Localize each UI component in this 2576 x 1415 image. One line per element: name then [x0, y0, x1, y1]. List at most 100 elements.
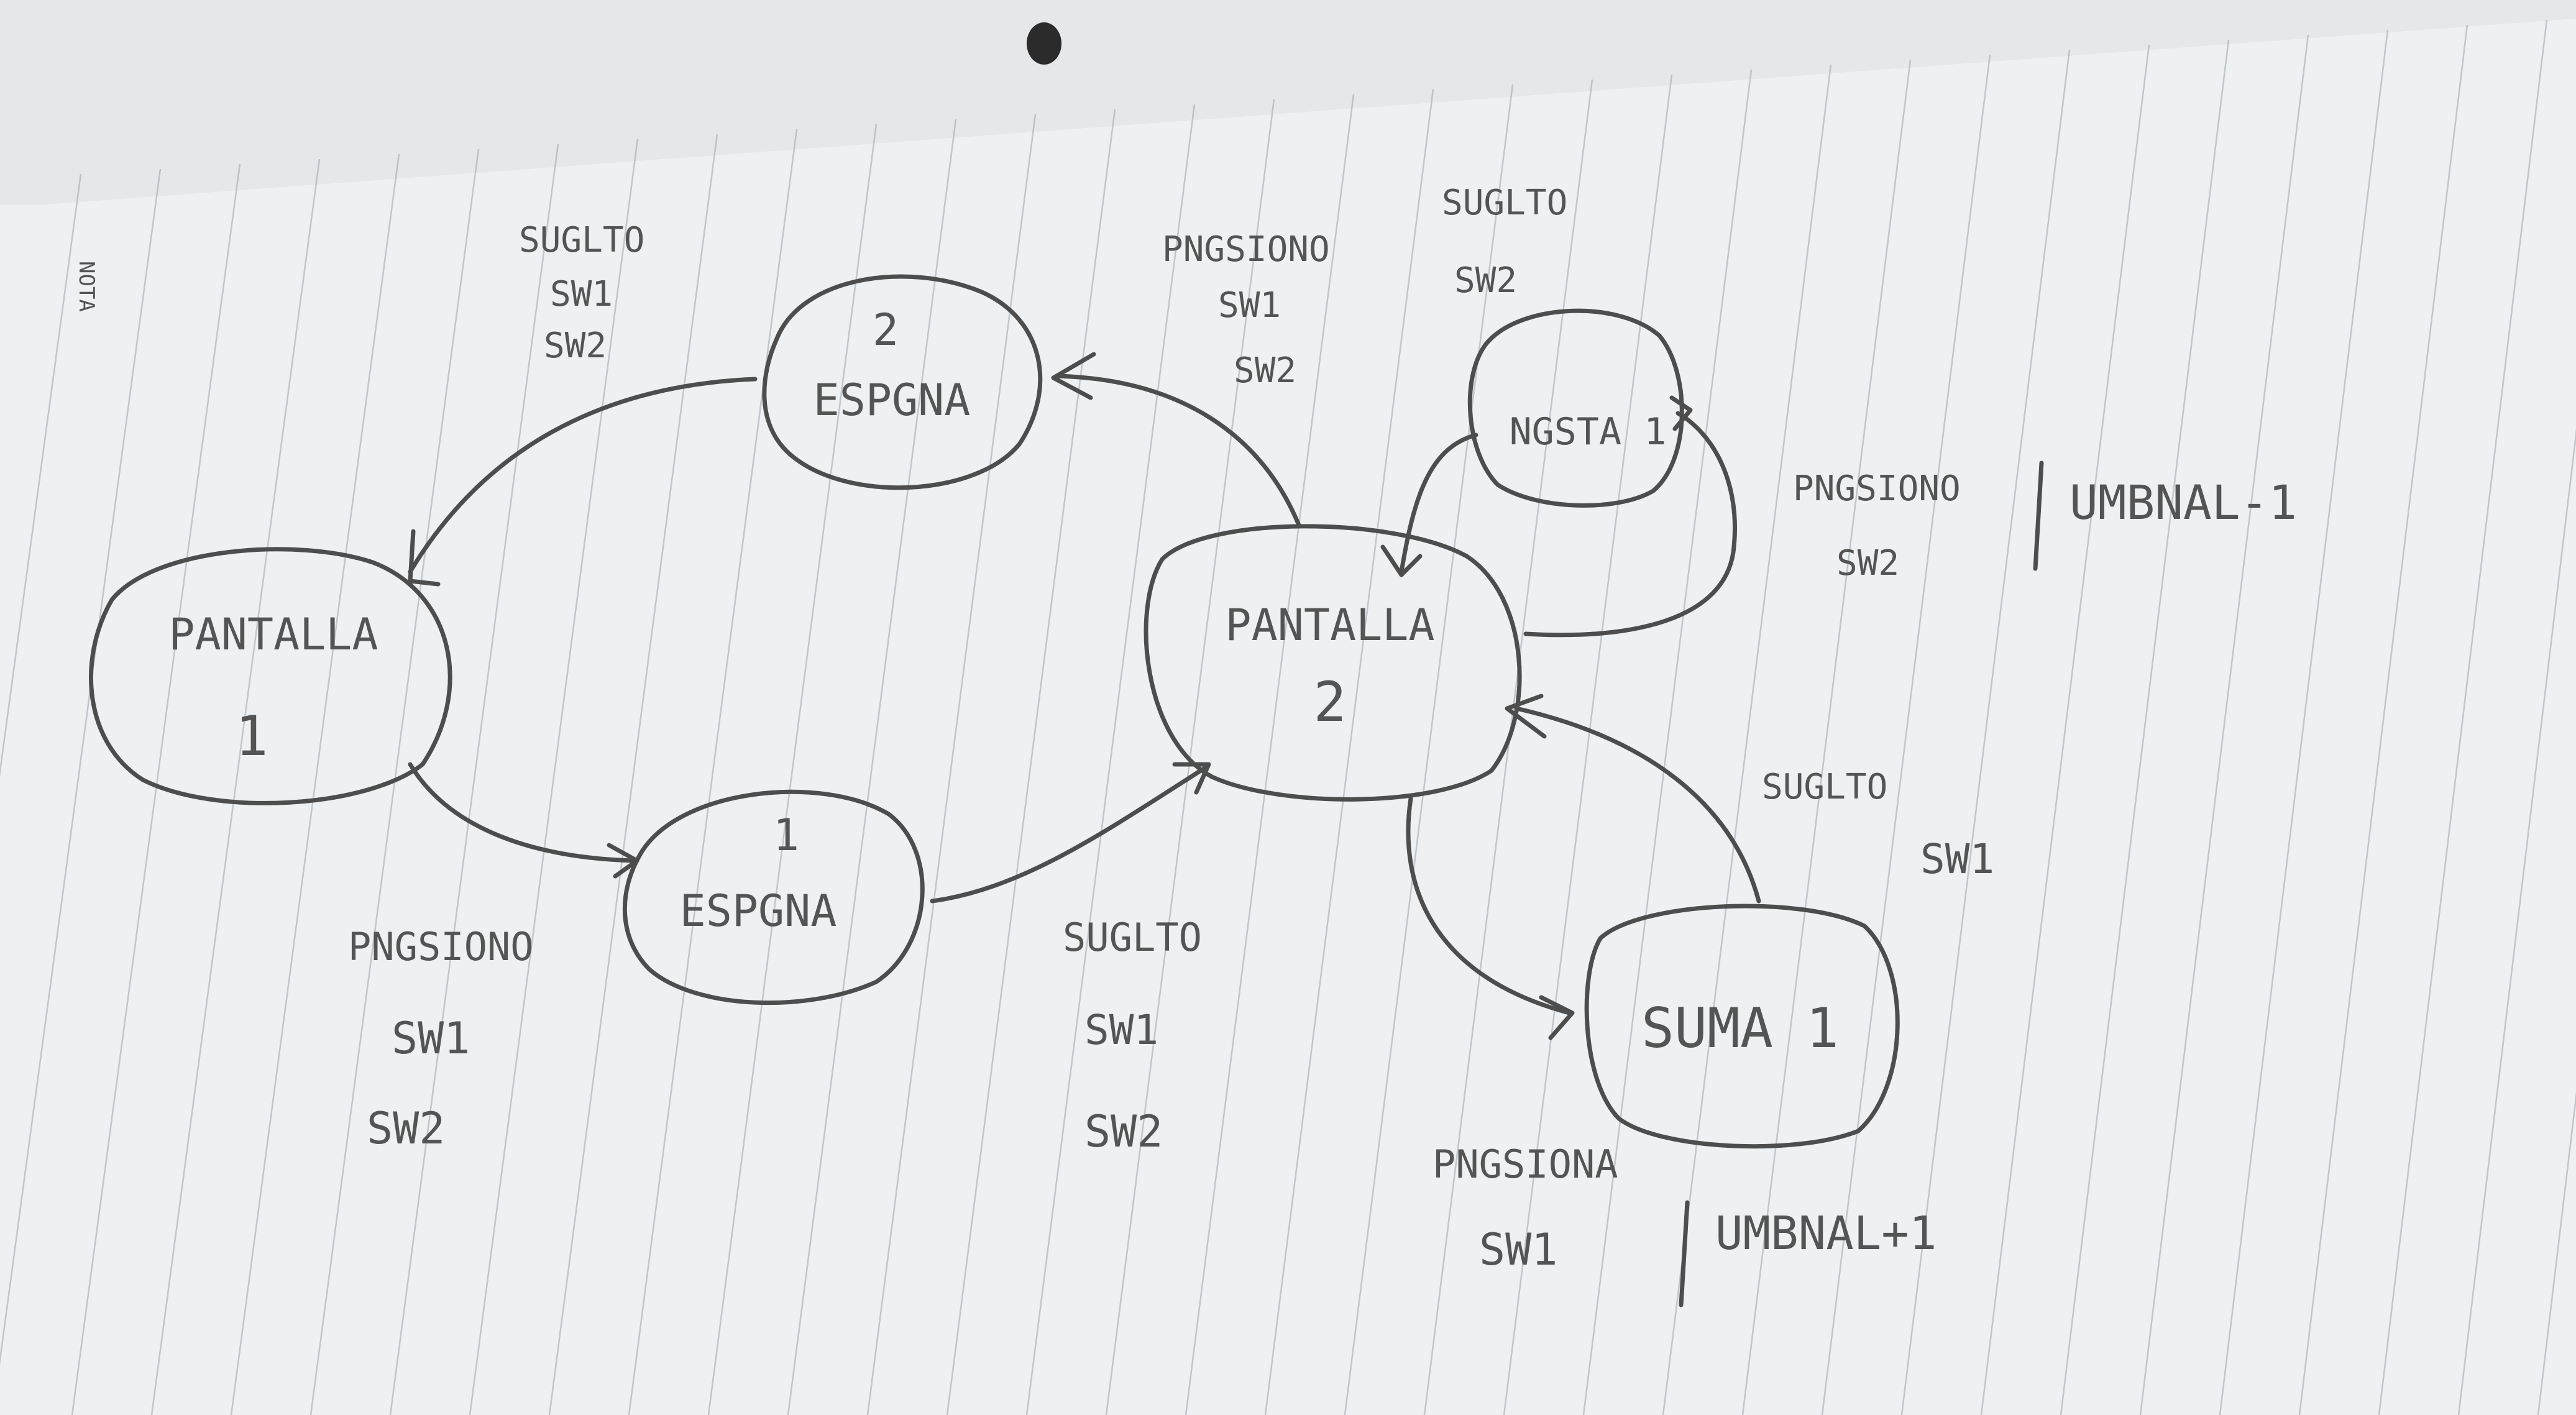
label-line: PNGSIONO: [1793, 469, 1961, 509]
arrow-espera1-to-pantalla2: [930, 765, 1208, 904]
ruled-line: [946, 109, 1116, 1415]
arrow-resta1-to-pantalla2: [1399, 433, 1478, 574]
arrow-suma1-to-pantalla2: [1514, 706, 1761, 904]
label-line: SUGLTO: [1442, 183, 1567, 223]
state-espera-1-line2: 1: [773, 810, 799, 861]
action-divider-umbral-plus: [1679, 1200, 1690, 1307]
ruled-line: [1662, 64, 1832, 1415]
ruled-line: [628, 129, 798, 1415]
paper-top-flap: [0, 0, 2576, 205]
label-line: SW1: [1479, 1224, 1557, 1275]
ruled-line: [150, 158, 321, 1415]
state-espera-2: [762, 274, 1043, 490]
state-pantalla-2-line2: 2: [1314, 670, 1347, 734]
arrowhead-pantalla2-to-espera2: [1051, 352, 1096, 400]
ruled-line: [1344, 84, 1514, 1415]
label-action: UMBNAL+1: [1715, 1207, 1937, 1260]
label-pantalla2-to-resta1: PNGSIONO SW2 UMBNAL-1: [1793, 469, 2297, 584]
label-line: SW1: [1920, 835, 1994, 883]
state-espera-1: [622, 789, 925, 1005]
ruled-line: [1821, 54, 1991, 1415]
arrowhead-pantalla2-to-suma1: [1539, 995, 1575, 1040]
state-espera-2-line2: ESPGNA: [814, 375, 971, 426]
ruled-line: [707, 124, 878, 1415]
ruled-line: [1423, 79, 1593, 1415]
ruled-line: [787, 119, 957, 1415]
arrowhead-suma1-to-pantalla2: [1505, 694, 1547, 739]
label-line: SW2: [1234, 350, 1296, 391]
label-line: PNGSIONO: [348, 924, 534, 969]
label-pantalla2-to-suma1: PNGSIONA SW1 UMBNAL+1: [1432, 1142, 1937, 1275]
arrowhead-pantalla2-to-resta1: [1669, 395, 1693, 431]
arrow-pantalla2-to-resta1: [1523, 411, 1738, 638]
label-line: SW2: [1454, 260, 1517, 301]
ruled-line: [1582, 69, 1753, 1415]
state-pantalla-2: [1144, 524, 1522, 802]
arrowhead-espera1-to-pantalla2: [1172, 762, 1211, 795]
label-line: PNGSIONO: [1162, 229, 1330, 270]
ruled-line: [1900, 49, 2071, 1415]
ruled-line: [469, 139, 639, 1415]
state-espera-1-line1: ESPGNA: [680, 886, 837, 936]
ruled-line: [1741, 59, 1912, 1415]
ruled-line: [1264, 89, 1434, 1415]
label-line: SW1: [1084, 1006, 1158, 1054]
state-pantalla-1-line1: PANTALLA: [168, 609, 378, 660]
arrowhead-espera2-to-pantalla1: [408, 529, 441, 587]
label-line: PNGSIONA: [1432, 1142, 1618, 1187]
label-line: SW1: [1218, 285, 1281, 326]
ruled-line: [2298, 24, 2468, 1415]
ruled-line: [389, 144, 559, 1415]
ruled-line: [2139, 34, 2309, 1415]
label-espera2-to-pantalla1: SUGLTO SW1 SW2: [519, 220, 644, 366]
arrow-pantalla1-to-espera1: [408, 762, 636, 863]
label-line: SUGLTO: [1762, 767, 1887, 807]
label-pantalla2-to-espera2: PNGSIONO SW1 SW2: [1162, 229, 1330, 391]
state-pantalla-1: [89, 547, 452, 805]
ruled-line: [1980, 44, 2150, 1415]
label-action: UMBNAL-1: [2070, 475, 2297, 530]
state-suma-1: [1584, 904, 1900, 1149]
arrowhead-resta1-to-pantalla2: [1380, 544, 1423, 577]
arrow-espera2-to-pantalla1: [408, 377, 758, 574]
binder-hole: [1027, 22, 1061, 65]
label-line: SW1: [550, 274, 613, 314]
arrow-pantalla2-to-suma1: [1406, 796, 1572, 1015]
ruled-line: [2219, 29, 2389, 1415]
label-pantalla1-to-espera1: PNGSIONO SW1 SW2: [348, 924, 534, 1154]
state-resta-1: [1467, 308, 1684, 508]
state-pantalla-2-line1: PANTALLA: [1225, 600, 1434, 651]
ruled-line: [1025, 104, 1196, 1415]
label-resta1-to-pantalla2: SUGLTO SW2: [1442, 183, 1567, 301]
arrowhead-pantalla1-to-espera1: [607, 843, 639, 879]
ruled-line: [1503, 74, 1673, 1415]
action-divider-umbral-minus: [2033, 460, 2044, 571]
state-pantalla-1-line2: 1: [236, 704, 268, 768]
ruled-line: [0, 168, 162, 1366]
ruled-lines: [0, 19, 2576, 1415]
ruled-line: [2537, 1091, 2576, 1415]
ruled-line: [230, 153, 400, 1415]
label-suma1-to-pantalla2: SUGLTO SW1: [1762, 767, 1994, 883]
ruled-line: [1185, 94, 1355, 1415]
label-line: SUGLTO: [1063, 915, 1202, 960]
ruled-line: [866, 114, 1037, 1415]
ruled-line: [548, 134, 718, 1415]
ruled-line: [0, 173, 82, 777]
label-line: SW2: [1084, 1106, 1163, 1157]
label-line: SW2: [544, 326, 607, 366]
ruled-line: [2378, 19, 2548, 1415]
ruled-line: [71, 163, 241, 1415]
state-suma-1-line1: SUMA 1: [1641, 996, 1839, 1060]
ruled-line: [2457, 428, 2576, 1415]
state-espera-2-line1: 2: [873, 305, 899, 355]
label-espera1-to-pantalla2: SUGLTO SW1 SW2: [1063, 915, 1202, 1157]
margin-note: NOTA: [74, 261, 99, 312]
label-line: SW2: [367, 1103, 445, 1154]
label-line: SW1: [392, 1013, 470, 1064]
arrow-pantalla2-to-espera2: [1054, 373, 1301, 528]
label-line: SUGLTO: [519, 220, 644, 260]
label-line: SW2: [1836, 543, 1899, 584]
